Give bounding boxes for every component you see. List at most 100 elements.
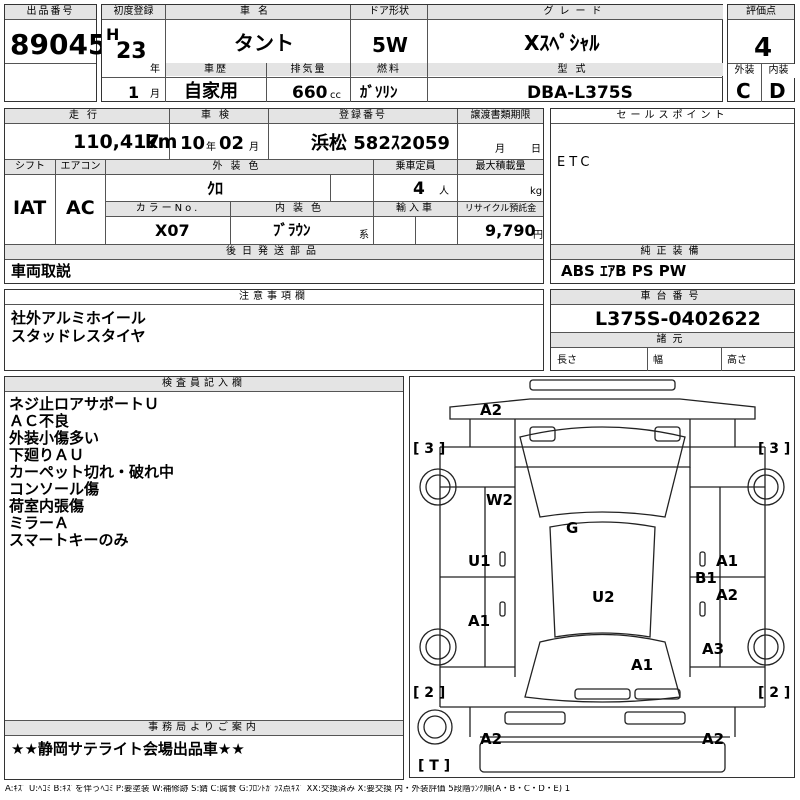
transfer-label: 譲渡書類期限 <box>458 109 543 124</box>
chassis-label: 車台番号 <box>551 290 794 305</box>
office-label: 事務局よりご案内 <box>5 721 403 736</box>
score-value: 4 <box>754 33 773 63</box>
inspector-box: 検査員記入欄 ネジ止ロアサポートＵ ＡＣ不良 外装小傷多い 下廻りＡＵ カーペッ… <box>4 376 404 780</box>
mileage-value: 110,417 <box>73 131 160 153</box>
car-outline-drawing <box>417 379 785 773</box>
inspector-line-1: ネジ止ロアサポートＵ <box>9 395 160 413</box>
int-color-label: 内装色 <box>231 202 373 217</box>
recycle-label: リサイクル預託金 <box>458 202 543 217</box>
first-reg-month: 1 <box>128 83 140 102</box>
specs-height: 高さ <box>727 355 747 366</box>
capacity-value: 4 <box>413 179 425 199</box>
damage-label-g: G <box>566 519 579 537</box>
displacement-value: 660 <box>292 83 328 103</box>
office-value: ★★静岡サテライト会場出品車★★ <box>11 740 245 758</box>
car-name-label: 車名 <box>166 5 350 20</box>
int-color-value: ﾌﾞﾗｳﾝ <box>273 221 311 239</box>
specs-label: 諸元 <box>551 332 794 348</box>
damage-label-a2-br: A2 <box>702 730 725 748</box>
score-label: 評価点 <box>728 5 794 20</box>
notes-box: 注意事項欄 社外アルミホイール スタッドレスタイヤ <box>4 289 544 371</box>
sales-point-box: セールスポイント ETC 純正装備 ABS ｴｱB PS PW <box>550 108 795 284</box>
tire-fl: [ 3 ] <box>413 441 446 457</box>
car-name: タント <box>234 31 294 55</box>
lot-label: 出品番号 <box>5 5 96 20</box>
displacement-label: 排気量 <box>267 63 350 76</box>
lot-box: 出品番号 89045 <box>4 4 107 102</box>
damage-label-w2: W2 <box>486 491 513 509</box>
displacement-unit: cc <box>330 90 341 101</box>
damage-label-a1-left: A1 <box>468 612 491 630</box>
spec-table: 走行 車検 登録番号 譲渡書類期限 110,417 km 10 年 02 月 浜… <box>4 108 544 284</box>
inspector-line-6: コンソール傷 <box>9 480 100 498</box>
equipment-value: ABS ｴｱB PS PW <box>561 262 687 280</box>
fuel-label: 燃料 <box>351 63 427 76</box>
sales-point-label: セールスポイント <box>551 109 794 124</box>
equipment-label: 純正装備 <box>551 245 794 260</box>
ext-color-label: 外装色 <box>106 160 373 175</box>
ext-color-value: ｸﾛ <box>207 179 224 198</box>
shift-value: IAT <box>13 197 47 219</box>
damage-label-u1: U1 <box>468 552 491 570</box>
mileage-unit: km <box>145 131 178 153</box>
first-reg-year-unit: 年 <box>150 64 160 75</box>
first-reg-era: H <box>106 25 120 44</box>
damage-label-b1: B1 <box>695 569 717 587</box>
chassis-box: 車台番号 L375S-0402622 諸元 長さ 幅 高さ <box>550 289 795 371</box>
aircon-label: エアコン <box>56 160 105 175</box>
first-reg-year: 23 <box>116 39 147 64</box>
import-label: 輸入車 <box>374 202 457 217</box>
tire-rl: [ 2 ] <box>413 685 446 701</box>
damage-label-a1-right-top: A1 <box>716 552 739 570</box>
inspector-line-5: カーペット切れ・破れ中 <box>9 463 175 481</box>
inspector-label: 検査員記入欄 <box>5 377 403 392</box>
mileage-label: 走行 <box>5 109 169 124</box>
later-parts-label: 後日発送部品 <box>5 245 543 260</box>
inspector-line-4: 下廻りＡＵ <box>9 446 85 464</box>
color-no-value: X07 <box>155 221 190 240</box>
first-reg-label: 初度登録 <box>102 5 165 20</box>
ext-grade-label: 外装 <box>728 64 761 78</box>
grade-value: Xｽﾍﾟｼｬﾙ <box>524 31 600 55</box>
model-value: DBA-L375S <box>527 83 633 103</box>
inspection-month-unit: 月 <box>249 142 259 153</box>
damage-diagram: A2 W2 G U1 U2 A1 A1 A1 B1 A2 A3 A1 A2 A2… <box>409 376 795 778</box>
int-grade-value: D <box>769 79 786 103</box>
inspector-line-3: 外装小傷多い <box>9 429 100 447</box>
lot-number: 89045 <box>10 28 108 61</box>
damage-label-a1-bottom: A1 <box>631 656 654 674</box>
inspector-line-8: ミラーＡ <box>9 514 70 532</box>
tire-fr: [ 3 ] <box>758 441 791 457</box>
specs-length: 長さ <box>557 355 577 366</box>
capacity-label: 乗車定員 <box>374 160 457 175</box>
plate-value: 浜松 582ｽ2059 <box>311 133 450 154</box>
inspection-month: 02 <box>219 133 245 154</box>
legend: A:ｷｽﾞ U:ﾍｺﾐ B:ｷｽﾞを伴うﾍｺﾐ P:要塗装 W:補修跡 S:錆 … <box>5 785 571 794</box>
door-label: ドア形状 <box>351 5 427 20</box>
damage-label-a2-right: A2 <box>716 586 739 604</box>
int-color-suffix: 系 <box>359 230 369 241</box>
notes-line-2: スタッドレスタイヤ <box>11 327 146 345</box>
max-load-unit: kg <box>530 186 543 197</box>
first-reg-month-unit: 月 <box>150 89 160 100</box>
int-grade-label: 内装 <box>762 64 795 78</box>
notes-line-1: 社外アルミホイール <box>11 309 146 327</box>
fuel-value: ｶﾞｿﾘﾝ <box>360 83 398 101</box>
plate-label: 登録番号 <box>269 109 457 124</box>
shift-label: シフト <box>5 160 55 175</box>
specs-width: 幅 <box>653 355 663 366</box>
grade-label: グレード <box>428 5 723 20</box>
chassis-value: L375S-0402622 <box>595 308 761 330</box>
ext-grade-value: C <box>736 79 751 103</box>
sales-point-value: ETC <box>557 155 594 170</box>
damage-label-a2-top: A2 <box>480 401 503 419</box>
capacity-unit: 人 <box>439 186 449 197</box>
damage-label-a2-bl: A2 <box>480 730 503 748</box>
tire-rr: [ 2 ] <box>758 685 791 701</box>
color-no-label: カラーNo. <box>106 202 230 217</box>
history-value: 自家用 <box>184 81 238 102</box>
transfer-month-unit: 月 <box>495 144 505 155</box>
inspection-label: 車検 <box>170 109 268 124</box>
model-label: 型式 <box>428 63 723 76</box>
damage-label-a3: A3 <box>702 640 725 658</box>
